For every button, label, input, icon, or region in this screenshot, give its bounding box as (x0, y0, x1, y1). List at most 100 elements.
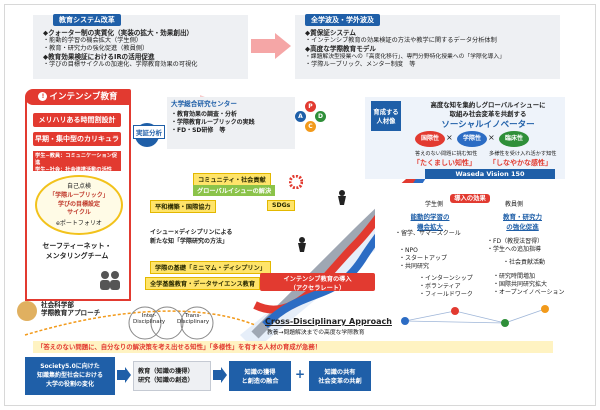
list-item: ◆高度な学際教育モデル (305, 45, 377, 53)
data-science-box: 全学基盤教育・データサイエンス教育 (145, 277, 261, 290)
dissemination-panel: 全学波及・学外波及 ◆質保証システム ・インテンシブ教育の効果検証の方法や教学に… (295, 14, 560, 79)
faculty-item: ・学生への追加指導 (487, 246, 542, 253)
communication-box: 学生−教員：コミュニケーション促進 学生−社会：社会連携活動の活性 (33, 151, 121, 173)
list-item: ・学びの目標サイクルの加速化、学際教育効果の可視化 (43, 61, 198, 68)
effects-panel: 導入の効果 学生側 能動的学習の 機会拡大 ・留学、サマースクール ・NPO ・… (375, 183, 565, 333)
wisdom-right-caption-2: 活かす知性 (530, 151, 557, 157)
times-icon: × (488, 133, 495, 142)
inter-line2: Disciplinary (133, 319, 166, 325)
right-arrow-icon (251, 33, 291, 59)
knowledge-fusion-box: 知識の獲得 と創造の融合 (229, 361, 291, 391)
intensive-education-title: !インテンシブ教育 (25, 89, 131, 105)
list-item: ・FD・SD研修 等 (171, 127, 226, 134)
issue-line1: イシュー×ディシプリンによる (150, 229, 233, 236)
faculty-header: 教員側 (505, 201, 524, 208)
research-center-title: 大学総合研究センター (171, 100, 237, 108)
society-line2: 知識集約型社会における (36, 372, 103, 379)
global-issue-box: グローバルイシューの解決 (193, 185, 276, 196)
trans-line2: Disciplinary (177, 319, 210, 325)
target-label-box: 育成する 人材像 (371, 101, 401, 131)
society5-box: Society5.0に向けた 知識集約型社会における 大学の役割の変化 (25, 357, 115, 395)
edu-line1: 教育（知識の獲得） (138, 368, 194, 375)
trans-line1: Trans- (184, 313, 202, 319)
students-title-line2: 機会拡大 (417, 223, 443, 231)
timetable-box: メリハリある時間割設計 (33, 113, 121, 127)
intensive-intro-box: インテンシブ教育の導入 （アクセラレート） (260, 273, 375, 292)
peace-box: 平和構築・国際協力 (150, 200, 216, 213)
faculty-item: ・国際共同研究拡大 (493, 281, 548, 288)
safety-net-label: セーフティーネット・ メンタリングチーム (33, 241, 121, 261)
goal-label: 学びの目標設定 (57, 201, 100, 208)
target-label-line1: 育成する (373, 109, 399, 116)
trans-label: Trans- Disciplinary (177, 313, 209, 325)
society-line1: Society5.0に向けた (40, 363, 100, 370)
diagram-frame: 教育システム改革 ◆クォーター制の実質化（実装の拡大・効果創出） ・能動的学習の… (4, 4, 596, 406)
effects-header: 導入の効果 (450, 194, 490, 203)
dissemination-list: ◆質保証システム ・インテンシブ教育の効果検証の方法や教学に関するデータ分析体制… (305, 29, 505, 69)
fusion-line2: と創造の融合 (241, 378, 279, 385)
waseda-vision-bar: Waseda Vision 150 (425, 169, 555, 179)
safety-net-line1: セーフティーネット・ (42, 242, 112, 250)
inter-line1: Inter- (141, 313, 157, 319)
students-title: 能動的学習の 機会拡大 (395, 211, 465, 231)
venn-diagram (128, 306, 214, 340)
sdgs-wheel-icon (289, 175, 303, 189)
climber-icon (338, 190, 346, 205)
climber-icon (298, 237, 306, 252)
students-item: ・共同研究 (399, 263, 430, 270)
education-research-box: 教育（知識の獲得） 研究（知識の創造） (133, 361, 211, 391)
inter-label: Inter- Disciplinary (133, 313, 165, 325)
pdca-a: A (295, 111, 306, 122)
students-item: ・ボランティア (419, 283, 461, 290)
students-item: ・インターンシップ (419, 275, 473, 282)
qualities-row: 国際性 × 学際性 × 臨床性 (415, 131, 563, 149)
education-reform-panel: 教育システム改革 ◆クォーター制の実質化（実装の拡大・効果創出） ・能動的学習の… (33, 14, 248, 79)
quality-interdisciplinary: 学際性 (457, 131, 487, 147)
dissemination-header: 全学波及・学外波及 (305, 14, 380, 26)
pdca-c: C (305, 121, 316, 132)
education-reform-header: 教育システム改革 (53, 14, 121, 26)
faculty-item: ・オープンイノベーション (493, 289, 565, 296)
curriculum-box: 早期・集中型のカリキュラム (33, 132, 121, 157)
society-line3: 大学の役割の変化 (45, 381, 94, 388)
approach-logo-line1: 社会科学部 (41, 301, 74, 309)
team-icon (100, 271, 120, 290)
plus-sign: + (295, 367, 306, 381)
approach-logo-title: 社会科学部 学際教育アプローチ (41, 301, 100, 317)
wisdom-left-caption-2: 挑む知性 (456, 151, 478, 157)
list-item: ・能動的学習の機会拡大（学生側） (43, 37, 142, 44)
intensive-education-panel: !インテンシブ教育 メリハリある時間割設計 早期・集中型のカリキュラム 学生−教… (25, 89, 131, 301)
network-illustration (401, 305, 549, 327)
target-heading-line1: 高度な知を集約しグローバルイシューに (430, 101, 546, 109)
students-item: ・フィールドワーク (419, 291, 473, 298)
pdca-d: D (315, 111, 326, 122)
pdca-p: P (305, 101, 316, 112)
fusion-line1: 知識の獲得 (244, 369, 276, 376)
cycle-title: 自己点検 (66, 183, 91, 190)
arrow-right-icon (117, 367, 131, 383)
approach-logo-line2: 学際教育アプローチ (41, 309, 101, 317)
faculty-item: ・研究時間増加 (493, 273, 536, 280)
communication-line: 学生−教員：コミュニケーション促進 (35, 153, 118, 166)
students-title-line1: 能動的学習の (410, 213, 450, 221)
issue-line2: 新たな知「学際研究の方法」 (150, 238, 229, 245)
issue-text: イシュー×ディシプリンによる 新たな知「学際研究の方法」 (150, 227, 232, 245)
target-panel: 育成する 人材像 高度な知を集約しグローバルイシューに 取組み社会変革を共創する… (365, 97, 565, 179)
social-innovator-label: ソーシャルイノベーター (441, 120, 535, 130)
knowledge-share-box: 知識の共有 社会変革の共創 (309, 361, 371, 391)
wisdom-left-caption: 答えのない問題に挑む知性 (415, 150, 477, 157)
list-item: ・学際ルーブリック、メンター制度 等 (305, 61, 416, 68)
students-header: 学生側 (425, 201, 444, 208)
education-reform-list: ◆クォーター制の実質化（実装の拡大・効果創出） ・能動的学習の機会拡大（学生側）… (43, 29, 197, 69)
list-item: ◆教育効果検証におけるIRの活用促進 (43, 53, 155, 61)
analysis-label: 実証分析 (133, 125, 165, 139)
list-item: ・課題解決型授業への「高度化移行」、専門分野特化授業への「学際化導入」 (305, 54, 505, 60)
approach-subtitle: 教養→問題解決までの高度な学際教育 (267, 330, 365, 336)
urgency-banner: 「答えのない問題に、自分なりの解決策を考え出せる知性」「多様性」を有する人材の育… (33, 341, 553, 353)
approach-title: Cross-Disciplinary Approach (265, 317, 392, 326)
wisdom-right: 「しなやかな感性」 (489, 159, 552, 167)
community-line: 学生−社会：社会連携活動の活性 (35, 167, 112, 173)
intensive-intro-line2: （アクセラレート） (289, 285, 346, 292)
research-list: ・教育効果の調査・分析 ・学際教育ルーブリックの実践 ・FD・SD研修 等 (171, 111, 255, 135)
target-heading-line2: 取組み社会変革を共創する (449, 110, 527, 118)
